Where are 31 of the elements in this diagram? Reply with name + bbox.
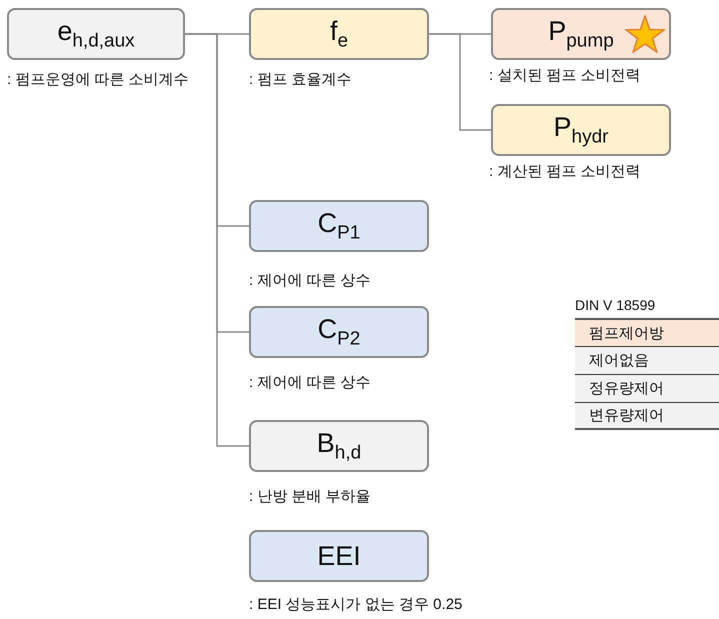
connector-line (185, 33, 249, 447)
variable-symbol: C$_{P1}$ (318, 210, 360, 242)
description-text: : 펌프 효율계수 (249, 70, 353, 90)
description-text: : 난방 분배 부하율 (249, 487, 372, 507)
description-text: : EEI 성능표시가 없는 경우 0.25 (249, 595, 464, 615)
variable-symbol: C$_{P2}$ (318, 316, 360, 348)
variable-box (249, 306, 429, 358)
description-text: : 제어에 따른 상수 (249, 373, 372, 393)
variable-box (249, 530, 429, 582)
description-text: : 펌프운영에 따른 소비계수 (7, 70, 190, 90)
variable-symbol: EEI (317, 542, 361, 570)
table-cell: 제어없음 (575, 346, 719, 374)
connector-line (429, 33, 491, 131)
variable-box (249, 8, 429, 60)
variable-box (7, 8, 185, 60)
description-text: : 제어에 따른 상수 (249, 271, 372, 291)
table-cell: 정유량제어 (575, 374, 719, 402)
description-text: : 계산된 펌프 소비전력 (489, 162, 642, 182)
variable-symbol: e$_{h,d,aux}$ (57, 18, 135, 50)
variable-box (249, 420, 429, 472)
variable-symbol: P$_{hydr}$ (554, 114, 608, 146)
variable-symbol: P$_{pump}$ (548, 18, 614, 50)
variable-symbol: B$_{h,d}$ (316, 430, 362, 462)
variable-box (491, 8, 671, 60)
variable-box (249, 200, 429, 252)
standard-reference: DIN V 18599 (575, 297, 656, 313)
table-cell: 변유량제어 (575, 402, 719, 430)
table-header-cell: 펌프제어방 (575, 318, 719, 346)
description-text: : 설치된 펌프 소비전력 (489, 66, 642, 86)
variable-symbol: f$_{e}$ (330, 18, 348, 50)
variable-box (491, 104, 671, 156)
